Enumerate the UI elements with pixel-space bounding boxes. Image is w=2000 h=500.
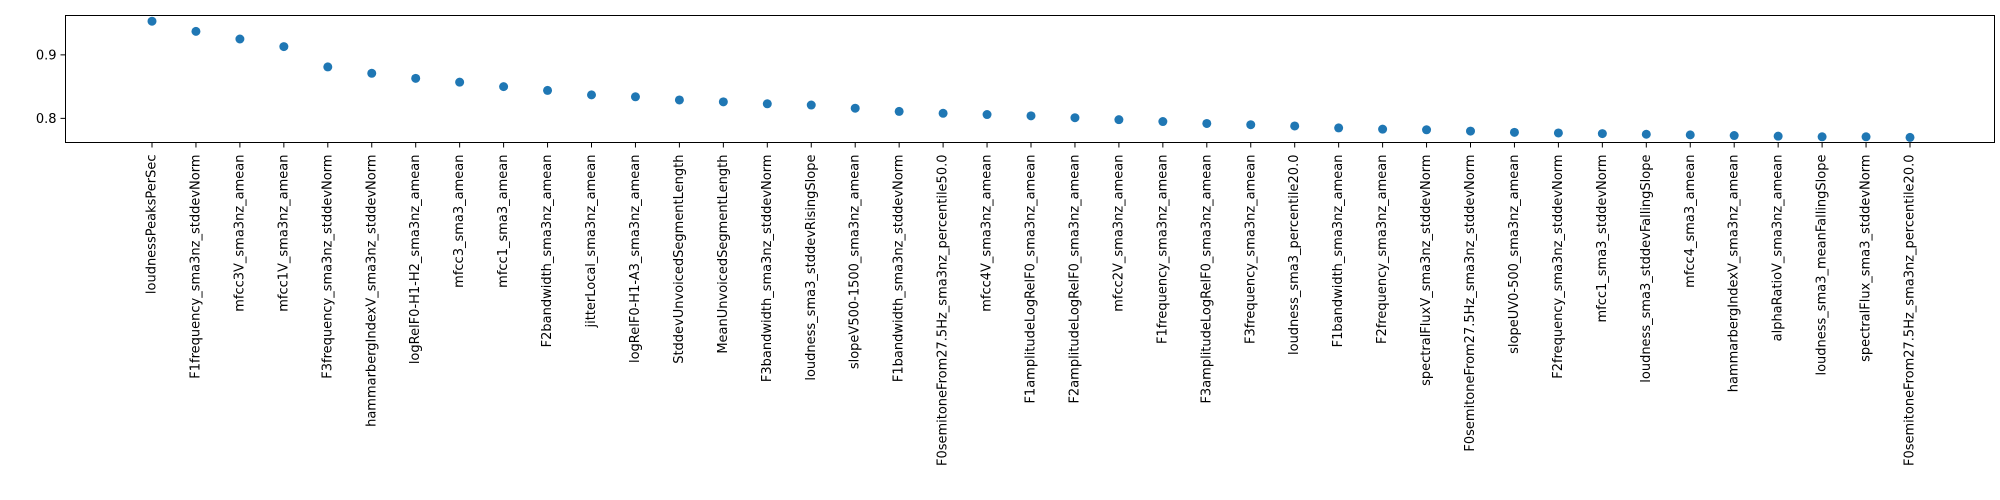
data-point xyxy=(1597,129,1607,139)
data-point xyxy=(1553,128,1563,138)
x-tick-label: F1frequency_sma3nz_stddevNorm xyxy=(188,155,203,379)
x-tick-label: mfcc1V_sma3nz_amean xyxy=(276,155,291,312)
y-tick-label: 0.9 xyxy=(36,48,57,63)
x-tick-label: loudness_sma3_meanFallingSlope xyxy=(1815,155,1830,376)
x-tick-label: MeanUnvoicedSegmentLength xyxy=(716,155,731,354)
data-point xyxy=(718,97,728,107)
x-tick-label: hammarbergIndexV_sma3nz_stddevNorm xyxy=(364,155,379,427)
data-point xyxy=(630,92,640,102)
x-tick-label: mfcc3_sma3_amean xyxy=(452,155,467,288)
y-tick-label: 0.8 xyxy=(36,112,57,127)
x-axis: loudnessPeaksPerSec F1frequency_sma3nz_st… xyxy=(145,142,1918,467)
data-point xyxy=(1466,126,1475,136)
data-point xyxy=(850,103,860,113)
data-point xyxy=(1246,120,1256,130)
x-tick-label: F2frequency_sma3nz_amean xyxy=(1375,155,1390,345)
x-tick-label: logRelF0-H1-H2_sma3nz_amean xyxy=(408,155,423,365)
x-tick-label: F2frequency_sma3nz_stddevNorm xyxy=(1551,155,1566,379)
data-points xyxy=(147,16,1915,142)
x-tick-label: mfcc4_sma3_amean xyxy=(1683,155,1698,288)
data-point xyxy=(1422,125,1432,135)
data-point xyxy=(1729,131,1739,141)
data-point xyxy=(279,42,289,52)
data-point xyxy=(1158,117,1168,127)
data-point xyxy=(147,16,157,26)
data-point xyxy=(762,99,772,109)
data-point xyxy=(235,34,245,44)
data-point xyxy=(543,85,553,95)
x-tick-label: hammarbergIndexV_sma3nz_amean xyxy=(1727,155,1742,393)
data-point xyxy=(455,77,465,87)
data-point xyxy=(1290,121,1300,131)
x-tick-label: mfcc2V_sma3nz_amean xyxy=(1111,155,1126,312)
x-tick-label: F1bandwidth_sma3nz_amean xyxy=(1331,155,1346,348)
x-tick-label: mfcc1_sma3_stddevNorm xyxy=(1595,155,1610,323)
x-tick-label: loudness_sma3_percentile20.0 xyxy=(1287,155,1302,355)
data-point xyxy=(674,95,684,105)
data-point xyxy=(367,68,377,78)
x-tick-label: F3amplitudeLogRelF0_sma3nz_amean xyxy=(1199,155,1214,404)
x-tick-label: mfcc3V_sma3nz_amean xyxy=(232,155,247,312)
x-tick-label: logRelF0-H1-A3_sma3nz_amean xyxy=(628,155,643,364)
data-point xyxy=(1026,111,1036,121)
data-point xyxy=(1509,127,1519,137)
x-tick-label: F0semitoneFrom27.5Hz_sma3nz_percentile50… xyxy=(936,155,951,467)
data-point xyxy=(938,108,948,118)
plot-area-frame xyxy=(65,15,1995,143)
x-tick-label: StddevUnvoicedSegmentLength xyxy=(672,155,687,364)
data-point xyxy=(1641,129,1651,139)
data-point xyxy=(894,106,904,116)
data-point xyxy=(411,73,421,83)
x-tick-label: F3frequency_sma3nz_stddevNorm xyxy=(320,155,335,379)
x-tick-label: F0semitoneFrom27.5Hz_sma3nz_percentile20… xyxy=(1903,155,1918,467)
data-point xyxy=(1861,132,1871,142)
data-point xyxy=(499,82,509,92)
x-tick-label: spectralFluxV_sma3nz_stddevNorm xyxy=(1419,155,1434,386)
data-point xyxy=(1905,132,1915,142)
data-point xyxy=(191,26,201,36)
data-point xyxy=(1334,123,1344,133)
x-tick-label: F1frequency_sma3nz_amean xyxy=(1155,155,1170,345)
data-point xyxy=(982,110,992,120)
x-tick-label: loudness_sma3_stddevRisingSlope xyxy=(804,155,819,381)
x-tick-label: F2bandwidth_sma3nz_amean xyxy=(540,155,555,348)
x-tick-label: F2amplitudeLogRelF0_sma3nz_amean xyxy=(1067,155,1082,404)
data-point xyxy=(587,90,596,100)
x-tick-label: F1bandwidth_sma3nz_stddevNorm xyxy=(892,155,907,383)
x-tick-label: F3frequency_sma3nz_amean xyxy=(1243,155,1258,345)
data-point xyxy=(323,62,333,72)
data-point xyxy=(1378,124,1388,134)
x-tick-label: slopeV500-1500_sma3nz_amean xyxy=(848,154,863,369)
x-tick-label: slopeUV0-500_sma3nz_amean xyxy=(1507,155,1522,354)
x-tick-label: spectralFlux_sma3_stddevNorm xyxy=(1859,155,1874,362)
data-point xyxy=(1070,113,1080,123)
data-point xyxy=(1114,115,1124,125)
y-axis: 0.8 0.9 xyxy=(36,48,66,127)
data-point xyxy=(1773,131,1783,141)
x-tick-label: mfcc1_sma3_amean xyxy=(496,154,511,287)
x-tick-label: jitterLocal_sma3nz_amean xyxy=(584,155,599,329)
data-point xyxy=(806,100,816,110)
x-tick-label: F1amplitudeLogRelF0_sma3nz_amean xyxy=(1024,155,1039,404)
x-tick-label: F3bandwidth_sma3nz_stddevNorm xyxy=(760,155,775,383)
data-point xyxy=(1817,132,1827,142)
x-tick-label: alphaRatioV_sma3nz_amean xyxy=(1771,155,1786,342)
x-tick-label: mfcc4V_sma3nz_amean xyxy=(980,155,995,312)
data-point xyxy=(1202,118,1212,128)
x-tick-label: F0semitoneFrom27.5Hz_sma3nz_stddevNorm xyxy=(1463,155,1478,452)
data-point xyxy=(1685,130,1695,140)
x-tick-label: loudness_sma3_stddevFallingSlope xyxy=(1639,155,1654,383)
x-tick-label: loudnessPeaksPerSec xyxy=(145,155,160,295)
